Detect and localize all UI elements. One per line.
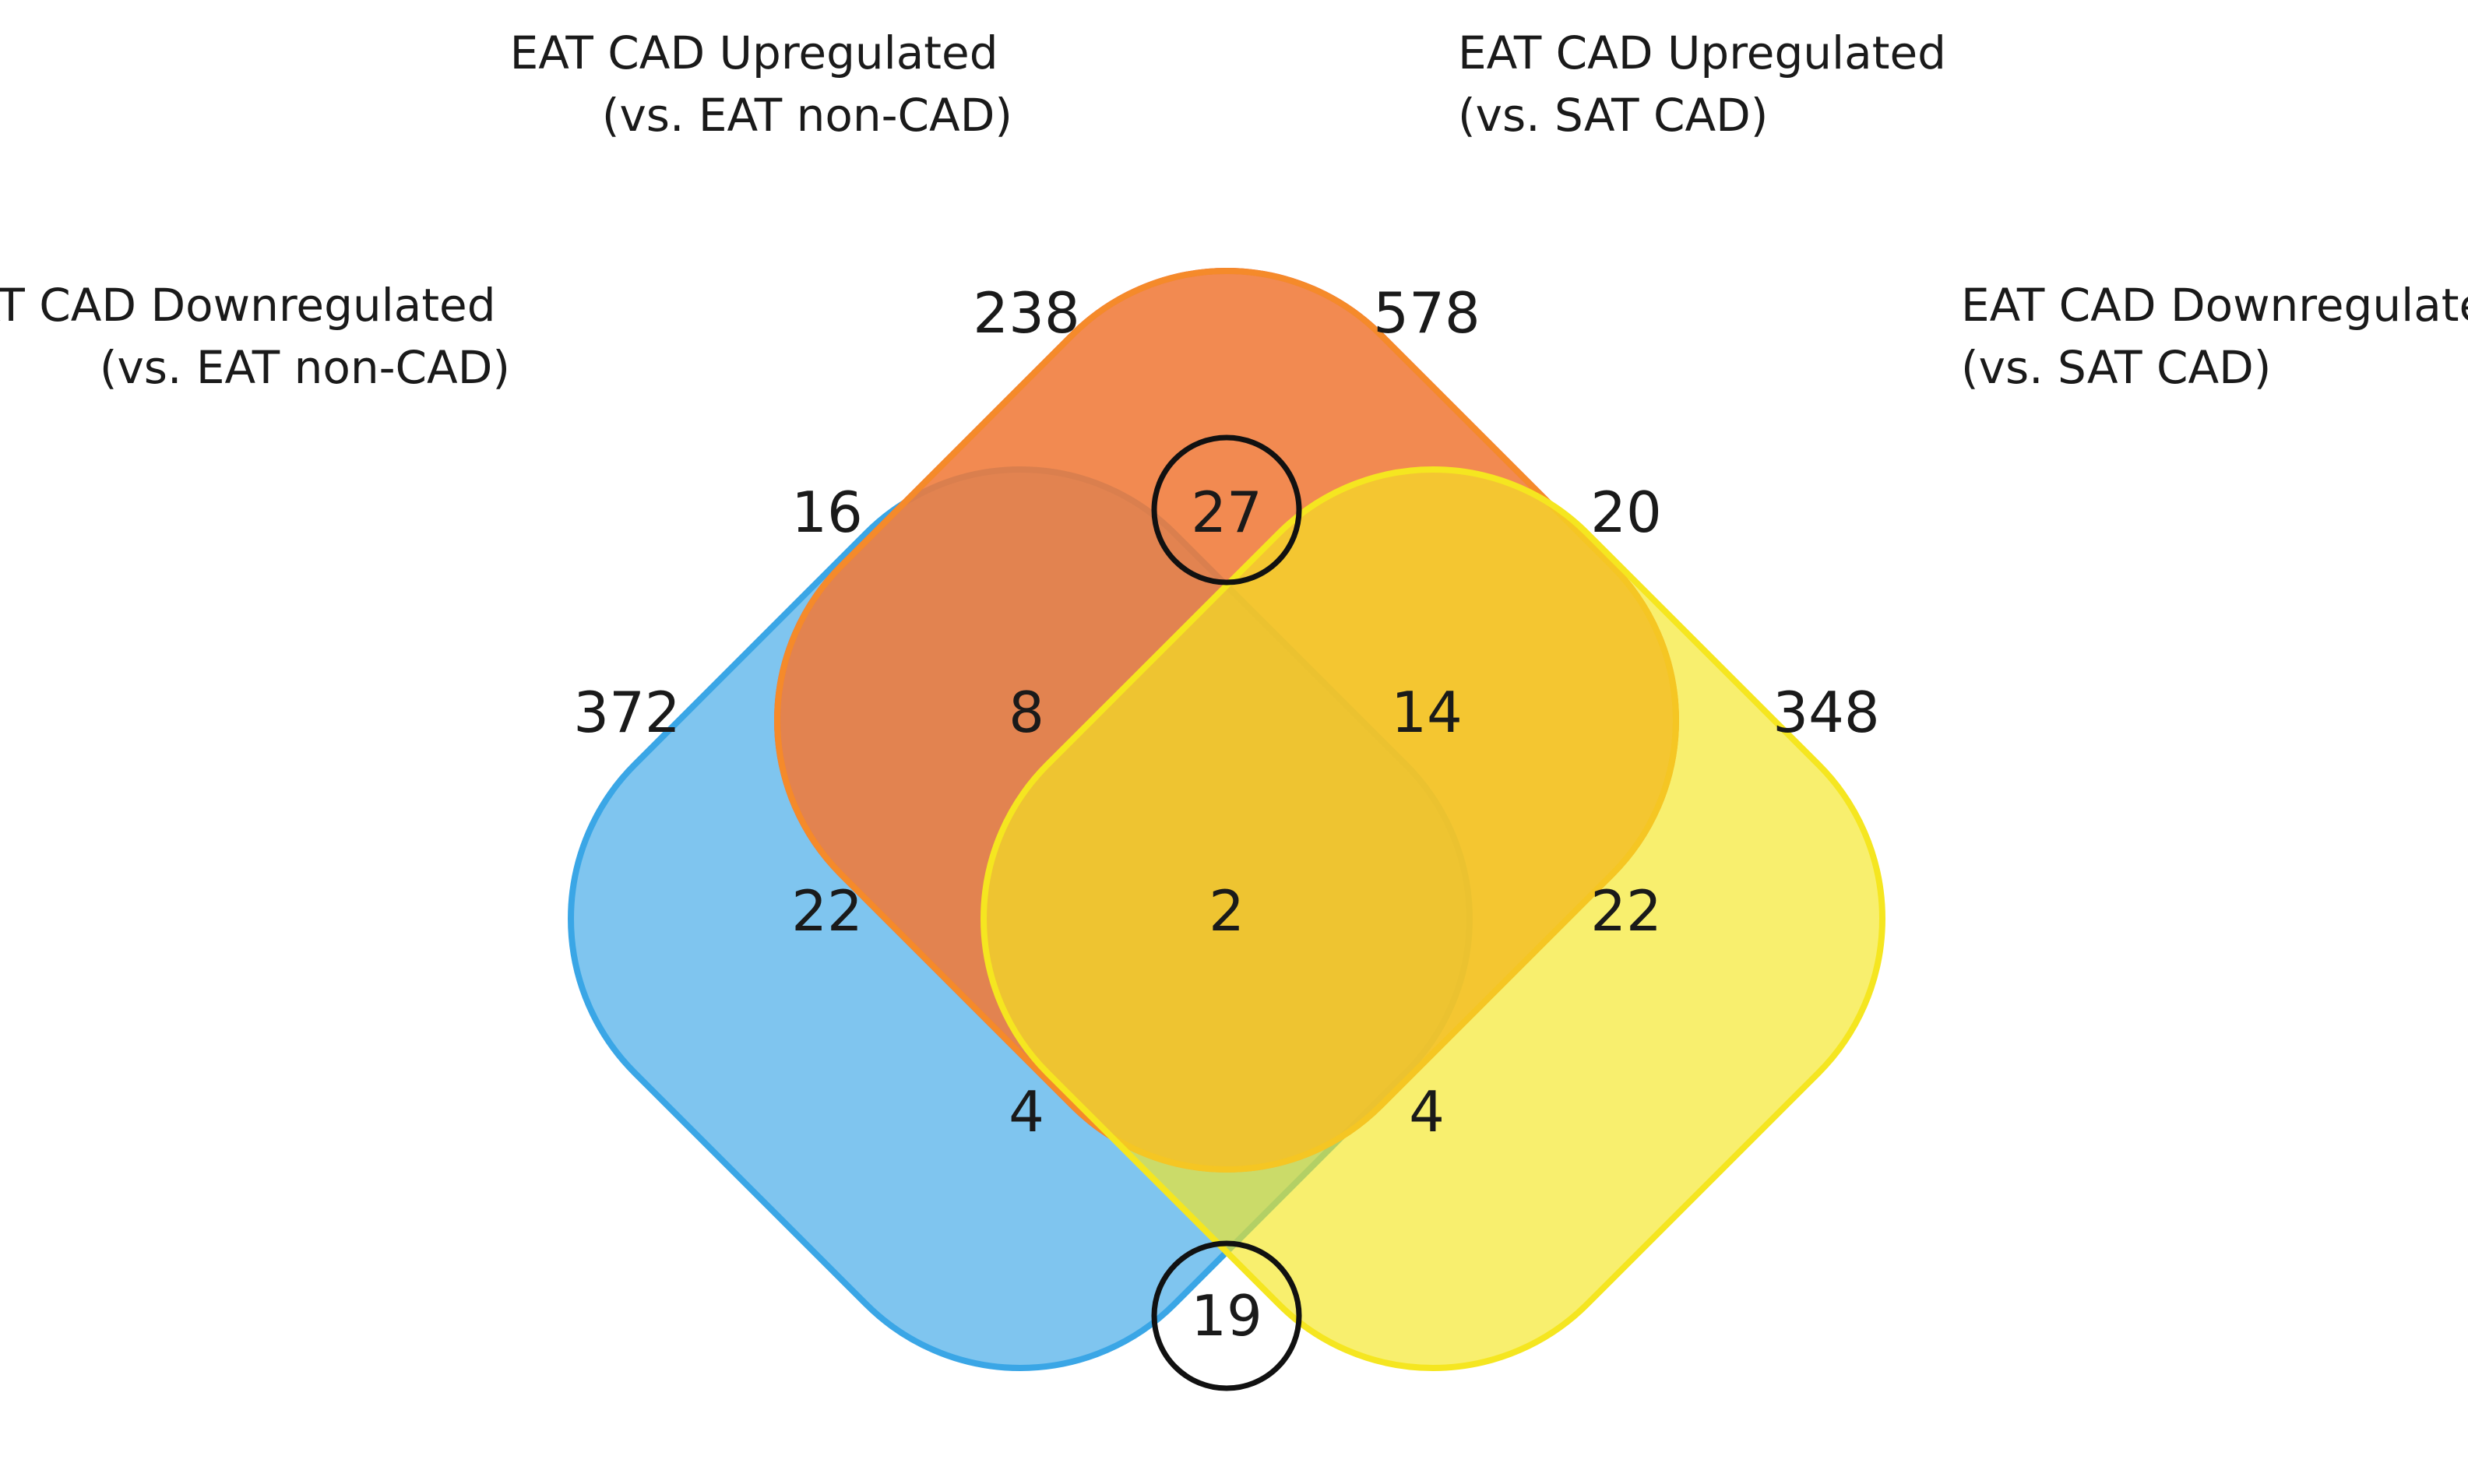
highlight-ring-blue-yellow bbox=[1151, 1240, 1302, 1391]
count-pink-yellow: 22 bbox=[1590, 878, 1662, 944]
count-blue-pink-yellow: 4 bbox=[1409, 1079, 1445, 1145]
set-label-yellow-line2: (vs. SAT CAD) bbox=[1961, 341, 2271, 394]
set-label-blue: EAT CAD Downregulated (vs. EAT non-CAD) bbox=[0, 279, 510, 394]
set-label-blue-line2: (vs. EAT non-CAD) bbox=[100, 341, 510, 394]
highlight-ring-pink-orange bbox=[1151, 434, 1302, 586]
set-label-yellow: EAT CAD Downregulated (vs. SAT CAD) bbox=[1961, 279, 2468, 394]
count-orange-only: 578 bbox=[1373, 280, 1480, 346]
count-all-four: 2 bbox=[1209, 878, 1245, 944]
count-blue-yellow: 19 bbox=[1191, 1283, 1262, 1349]
count-blue-pink-orange: 8 bbox=[1009, 680, 1044, 745]
count-pink-only: 238 bbox=[973, 280, 1079, 346]
set-label-yellow-line1: EAT CAD Downregulated bbox=[1961, 279, 2468, 332]
count-pink-orange-yellow: 14 bbox=[1391, 680, 1463, 745]
count-yellow-only: 348 bbox=[1773, 680, 1879, 745]
set-label-orange-line2: (vs. SAT CAD) bbox=[1458, 89, 1768, 142]
set-shape-yellow bbox=[981, 466, 1885, 1371]
count-blue-pink: 16 bbox=[791, 480, 863, 545]
set-label-pink-line1: EAT CAD Upregulated bbox=[510, 26, 998, 79]
set-label-pink: EAT CAD Upregulated (vs. EAT non-CAD) bbox=[510, 26, 1012, 142]
count-blue-orange: 22 bbox=[791, 878, 863, 944]
count-blue-orange-yellow: 4 bbox=[1009, 1079, 1044, 1145]
count-pink-orange: 27 bbox=[1191, 480, 1262, 545]
set-label-blue-line1: EAT CAD Downregulated bbox=[0, 279, 496, 332]
count-blue-only: 372 bbox=[573, 680, 680, 745]
set-label-pink-line2: (vs. EAT non-CAD) bbox=[602, 89, 1012, 142]
count-orange-yellow: 20 bbox=[1590, 480, 1662, 545]
set-label-orange-line1: EAT CAD Upregulated bbox=[1458, 26, 1946, 79]
set-label-orange: EAT CAD Upregulated (vs. SAT CAD) bbox=[1458, 26, 1960, 142]
